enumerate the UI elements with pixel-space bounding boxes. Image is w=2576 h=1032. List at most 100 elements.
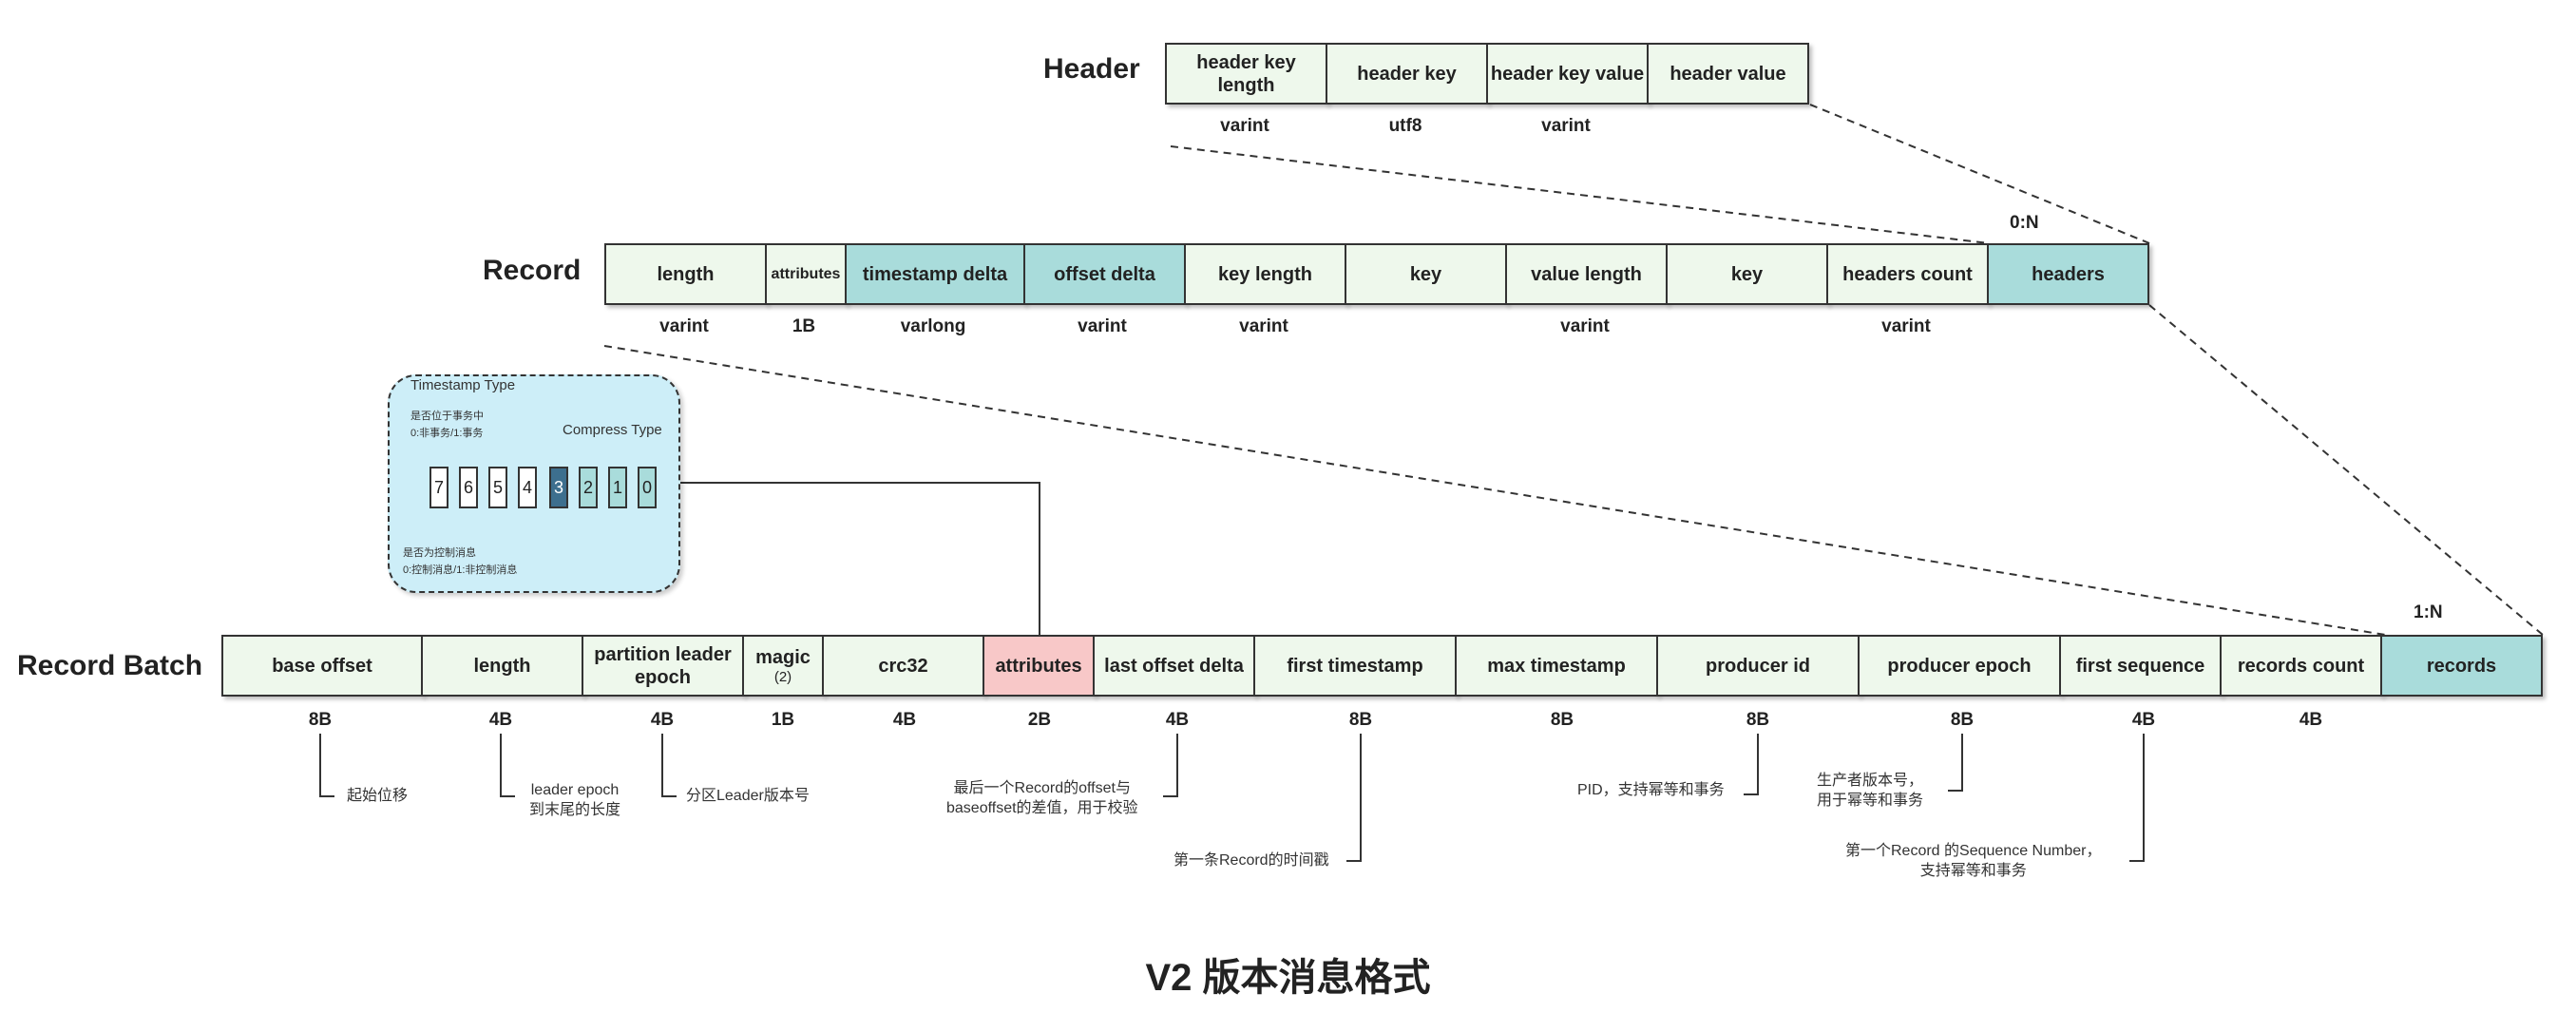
field-type: varlong [900,316,966,336]
transaction-note-line: 0:非事务/1:事务 [410,427,484,439]
field-name: headers count [1842,263,1973,285]
bit-0: 0 [638,467,657,508]
record-field: key length [1184,243,1346,305]
field-name: crc32 [878,655,928,677]
field-name: records [2426,655,2497,677]
batch-field: first timestamp [1253,635,1457,697]
bit-1: 1 [608,467,627,508]
header-field: header value [1647,43,1809,105]
field-name: key length [1218,263,1312,285]
field-name: partition leader epoch [594,643,732,688]
field-name: records count [2237,655,2365,677]
field-size: 8B [1746,710,1770,730]
note-line: 到末尾的长度 [529,801,621,818]
bit-7: 7 [429,467,448,508]
field-type: utf8 [1388,116,1422,136]
bit-5: 5 [488,467,507,508]
header-fields: header key length header key header key … [1165,43,1809,105]
control-note: 是否为控制消息 0:控制消息/1:非控制消息 [403,545,517,579]
note-producer-epoch: 生产者版本号， 用于幂等和事务 [1817,772,1923,812]
field-name: header key length [1196,51,1296,96]
field-name: key [1730,263,1764,285]
batch-field: producer id [1656,635,1860,697]
field-name: length [473,655,531,677]
batch-field: first sequence [2059,635,2222,697]
record-row-label: Record [483,255,582,286]
record-field: key [1666,243,1828,305]
field-size: 4B [2299,710,2323,730]
field-size: 8B [1550,710,1574,730]
note-last-offset-delta: 最后一个Record的offset与 baseoffset的差值，用于校验 [946,779,1138,819]
batch-field: partition leader epoch [582,635,744,697]
field-name: first timestamp [1287,655,1423,677]
note-producer-id: PID，支持幂等和事务 [1577,782,1725,798]
field-size: 4B [488,710,513,730]
field-type: varint [659,316,709,336]
bit-3: 3 [549,467,568,508]
batch-field: last offset delta [1093,635,1255,697]
record-fields: length attributes timestamp delta offset… [604,243,2149,305]
header-field: header key [1326,43,1488,105]
batch-multiplicity: 1:N [2414,602,2443,622]
field-name: header key [1357,63,1457,85]
transaction-note: 是否位于事务中 0:非事务/1:事务 [410,409,484,442]
note-line: 最后一个Record的offset与 [953,780,1131,796]
field-name: header value [1670,63,1786,85]
field-name: key [1409,263,1442,285]
note-line: 支持幂等和事务 [1919,862,2027,879]
note-first-timestamp: 第一条Record的时间戳 [1174,852,1329,869]
batch-field: magic(2) [742,635,824,697]
record-field: headers count [1826,243,1989,305]
note-line: 第一个Record 的Sequence Number， [1845,843,2102,859]
field-name: timestamp delta [862,263,1008,285]
field-name: attributes [771,265,841,282]
field-type: varint [1239,316,1288,336]
control-note-line: 是否为控制消息 [403,547,476,559]
field-size: 2B [1027,710,1052,730]
batch-field: max timestamp [1455,635,1658,697]
field-name: offset delta [1054,263,1155,285]
header-field: header key value [1486,43,1649,105]
record-field: offset delta [1023,243,1186,305]
field-name: attributes [995,655,1082,677]
field-name: producer id [1705,655,1810,677]
record-field: timestamp delta [845,243,1025,305]
note-length: leader epoch 到末尾的长度 [529,781,620,821]
control-note-line: 0:控制消息/1:非控制消息 [403,564,518,576]
timestamp-type-label: Timestamp Type [410,377,516,393]
field-size: 8B [1348,710,1373,730]
field-sub: (2) [773,668,792,685]
field-name: first sequence [2075,655,2205,677]
record-batch-fields: base offset length partition leader epoc… [221,635,2543,697]
record-field: value length [1505,243,1668,305]
field-type: varint [1560,316,1610,336]
batch-field: producer epoch [1858,635,2061,697]
field-type: varint [1541,116,1591,136]
note-line: 用于幂等和事务 [1817,792,1924,809]
field-name: header key value [1490,63,1645,85]
field-name: producer epoch [1887,655,2032,677]
field-size: 8B [1950,710,1975,730]
page-title: V2 版本消息格式 [1145,957,1431,999]
record-batch-row-label: Record Batch [17,650,203,681]
compress-type-label: Compress Type [563,422,662,438]
bit-4: 4 [518,467,537,508]
note-line: baseoffset的差值，用于校验 [946,799,1138,816]
header-row-label: Header [1043,53,1140,85]
field-type: varint [1078,316,1127,336]
note-base-offset: 起始位移 [347,788,409,804]
bit-2: 2 [579,467,598,508]
field-name: length [657,263,715,285]
field-size: 1B [771,710,795,730]
field-type: varint [1881,316,1931,336]
field-size: 4B [892,710,917,730]
batch-field: crc32 [822,635,984,697]
record-field: headers [1987,243,2149,305]
field-size: 4B [1165,710,1190,730]
field-size: 4B [2131,710,2156,730]
note-line: leader epoch [530,782,620,798]
header-field: header key length [1165,43,1327,105]
record-field: key [1345,243,1507,305]
record-field: attributes [765,243,847,305]
field-name: magic [755,646,811,668]
